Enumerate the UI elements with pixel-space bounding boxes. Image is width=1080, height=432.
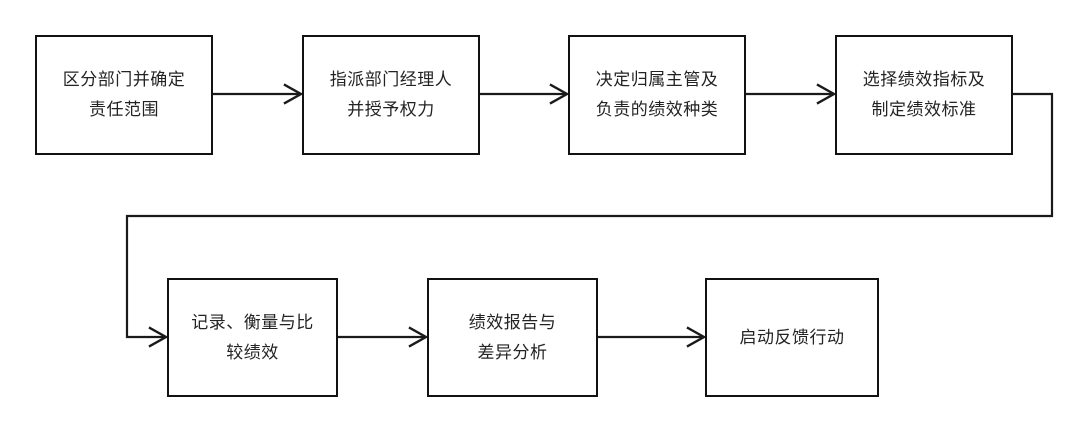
process-node-step-3[interactable]: 决定归属主管及 负责的绩效种类	[568, 35, 746, 155]
node-label-line1: 启动反馈行动	[739, 327, 845, 348]
connector-step3-to-step4	[744, 83, 837, 105]
node-label-line1: 选择绩效指标及	[862, 70, 986, 90]
process-node-step-4[interactable]: 选择绩效指标及 制定绩效标准	[835, 35, 1013, 155]
connector-step1-to-step2	[211, 83, 304, 105]
process-node-step-1[interactable]: 区分部门并确定 责任范围	[35, 35, 213, 155]
process-node-step-2[interactable]: 指派部门经理人 并授予权力	[302, 35, 480, 155]
node-label-line1: 区分部门并确定	[62, 70, 186, 90]
connector-step4-to-step5	[125, 92, 1054, 348]
connector-step5-to-step6	[336, 326, 429, 348]
connector-step2-to-step3	[478, 83, 570, 105]
node-label-line2: 责任范围	[89, 100, 159, 120]
node-label-line2: 差异分析	[477, 342, 548, 363]
process-node-step-6[interactable]: 绩效报告与 差异分析	[427, 278, 598, 397]
process-node-step-5[interactable]: 记录、衡量与比 较绩效	[167, 278, 338, 397]
connector-step6-to-step7	[596, 326, 707, 348]
node-label-line1: 决定归属主管及	[595, 70, 719, 90]
process-node-step-7[interactable]: 启动反馈行动	[705, 278, 879, 397]
node-label-line1: 绩效报告与	[468, 312, 557, 333]
node-label-line2: 较绩效	[226, 342, 279, 363]
node-label-line2: 并授予权力	[347, 100, 435, 120]
node-label-line2: 负责的绩效种类	[595, 100, 719, 120]
node-label-line1: 记录、衡量与比	[191, 312, 314, 333]
node-label-line1: 指派部门经理人	[329, 70, 453, 90]
node-label-line2: 制定绩效标准	[871, 100, 977, 120]
